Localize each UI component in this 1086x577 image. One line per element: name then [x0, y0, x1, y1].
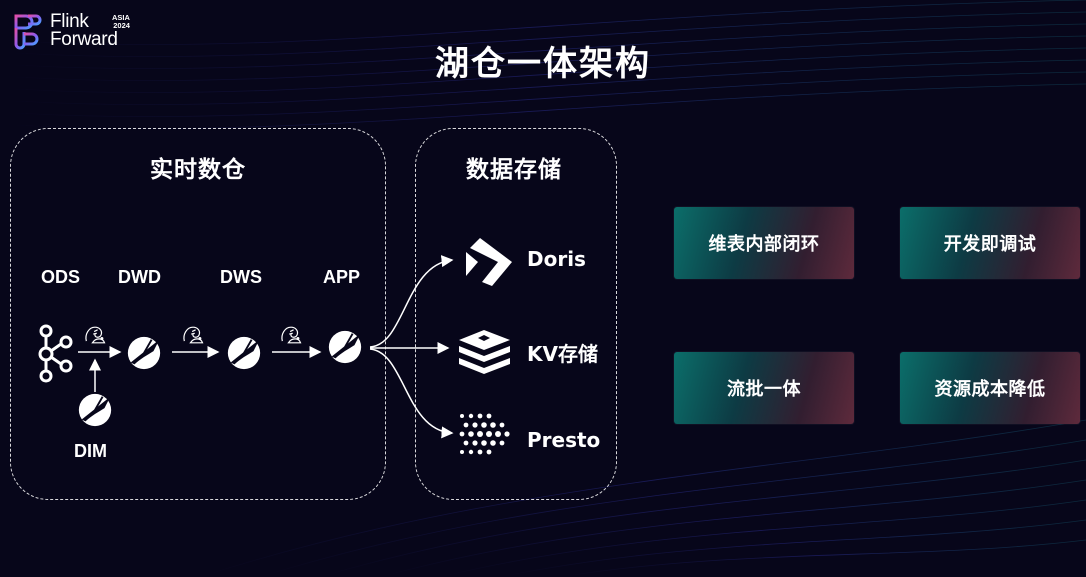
stage-app-label: APP [323, 267, 361, 287]
realtime-dw-title: 实时数仓 [150, 157, 246, 183]
feature-label: 资源成本降低 [934, 379, 1046, 400]
feature-label: 流批一体 [727, 379, 801, 400]
feature-card-stream-batch: 流批一体 [674, 352, 854, 424]
stage-dws-label: DWS [220, 267, 262, 287]
feature-card-dim-loop: 维表内部闭环 [674, 207, 854, 279]
storage-title: 数据存储 [466, 157, 562, 183]
logo-tag-asia: ASIA [112, 13, 130, 22]
stage-dwd-label: DWD [118, 267, 161, 287]
store-label-kv: KV存储 [527, 342, 598, 366]
logo-tag: ASIA 2024 [112, 14, 130, 30]
flink-logo-icon [14, 14, 42, 50]
page-title: 湖仓一体架构 [435, 44, 651, 84]
dim-label: DIM [74, 441, 107, 461]
feature-label: 开发即调试 [943, 234, 1037, 255]
logo-text-flink: Flink [50, 11, 89, 32]
feature-card-cost-reduction: 资源成本降低 [900, 352, 1080, 424]
store-label-doris: Doris [527, 247, 586, 271]
feature-label: 维表内部闭环 [708, 234, 820, 255]
logo-tag-year: 2024 [113, 21, 130, 30]
stage-ods-label: ODS [41, 267, 81, 287]
flink-forward-logo: Flink Forward ASIA 2024 [12, 10, 142, 52]
store-label-presto: Presto [527, 428, 601, 452]
logo-text-forward: Forward [50, 29, 118, 50]
feature-card-dev-debug: 开发即调试 [900, 207, 1080, 279]
